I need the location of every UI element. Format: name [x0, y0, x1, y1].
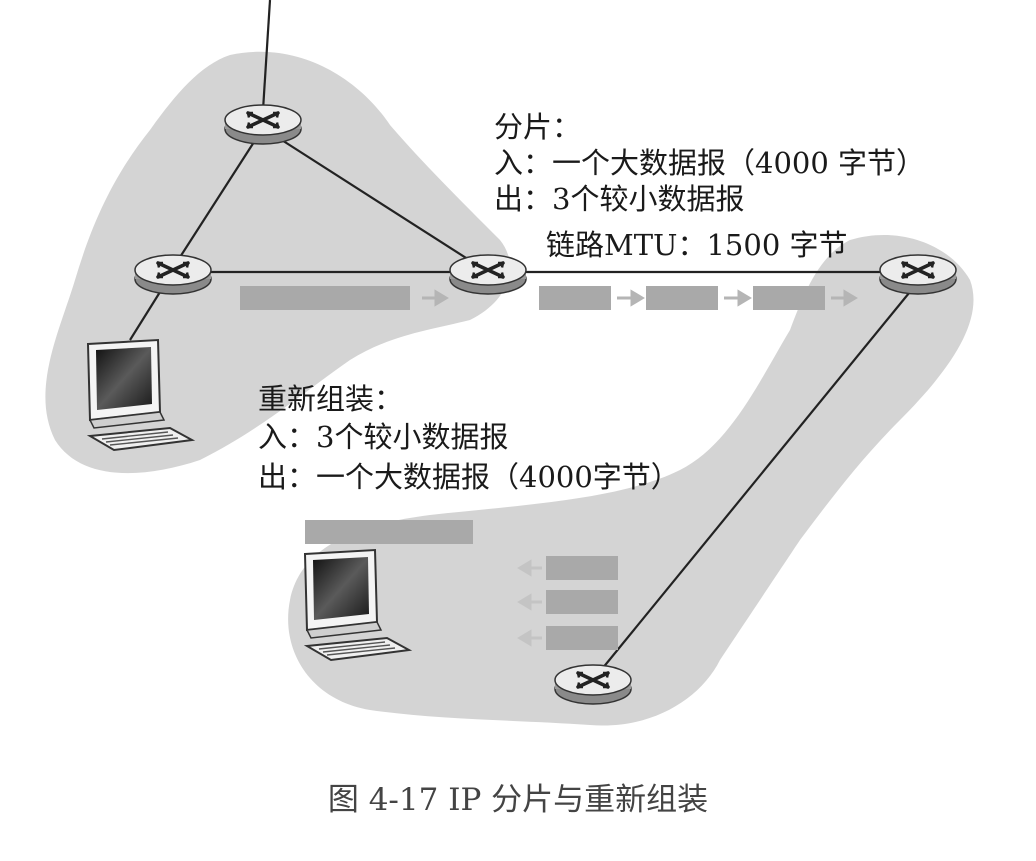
fragment-datagram	[753, 286, 825, 310]
arrow-icon	[617, 289, 645, 307]
large-datagram	[240, 286, 410, 310]
reassembly-out-label: 出：一个大数据报（4000字节）	[258, 460, 680, 494]
fragment-datagram	[646, 286, 718, 310]
fragment-datagram	[546, 556, 618, 580]
router-icon	[878, 253, 958, 296]
router-icon	[223, 103, 303, 146]
reassembled-datagram	[305, 520, 473, 544]
router-icon	[133, 253, 213, 296]
reassembly-in-label: 入：3个较小数据报	[258, 420, 509, 454]
reassembly-title: 重新组装：	[258, 382, 404, 416]
router-icon	[553, 663, 633, 706]
network-area-lower	[288, 234, 974, 726]
arrow-icon	[517, 593, 542, 611]
fragmentation-out-label: 出：3个较小数据报	[494, 182, 745, 216]
router-icon	[448, 253, 528, 296]
link-mtu-label: 链路MTU：1500 字节	[546, 228, 848, 262]
network-area-upper	[45, 51, 510, 474]
links	[129, 0, 919, 681]
fragment-datagram	[546, 626, 618, 650]
fragmentation-in-label: 入：一个大数据报（4000 字节）	[494, 146, 926, 180]
arrow-icon	[422, 289, 449, 307]
fragmentation-title: 分片：	[494, 110, 582, 144]
arrow-icon	[517, 559, 542, 577]
figure-caption: 图 4-17 IP 分片与重新组装	[327, 782, 709, 818]
fragment-datagram	[546, 590, 618, 614]
fragment-datagram	[539, 286, 611, 310]
arrow-icon	[724, 289, 752, 307]
arrow-icon	[517, 629, 542, 647]
arrow-icon	[831, 289, 858, 307]
